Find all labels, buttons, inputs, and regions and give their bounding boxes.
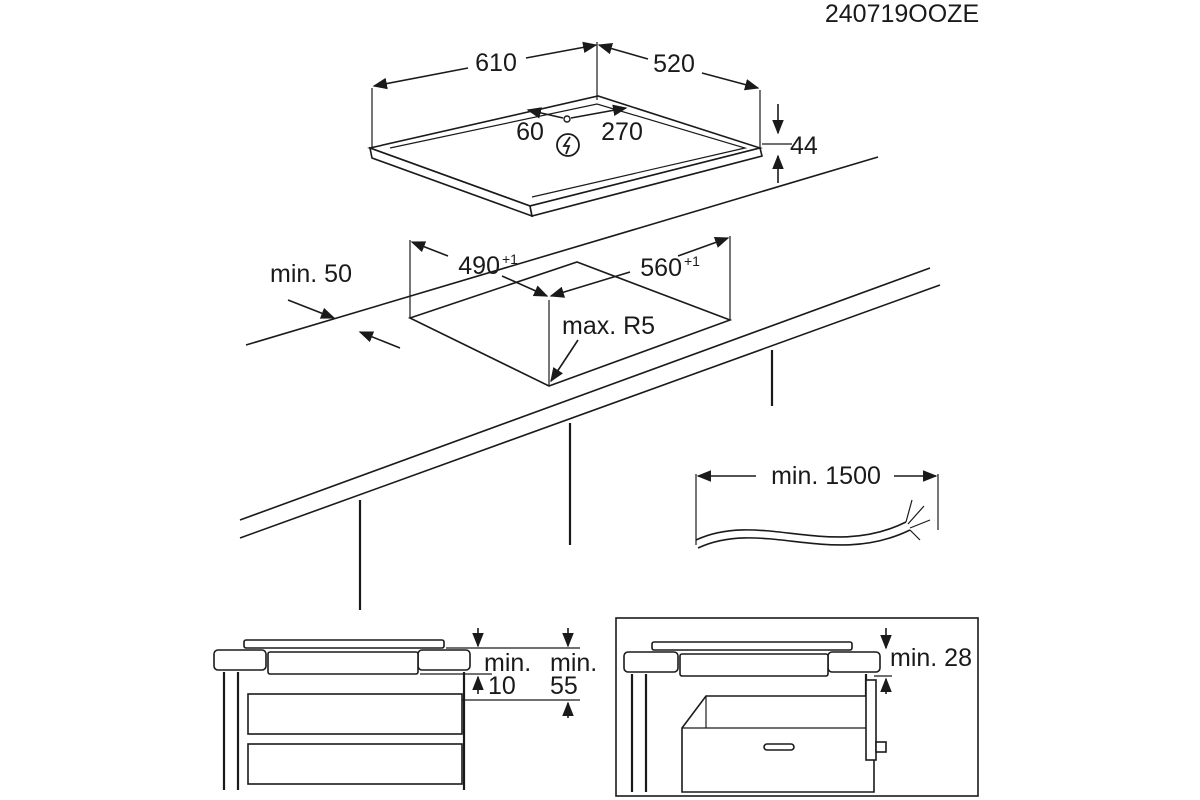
power-cable — [695, 470, 939, 549]
hob-height-label: 44 — [790, 132, 818, 160]
hob-dimensions — [371, 41, 792, 183]
cutout-depth-tolerance: +1 — [684, 253, 700, 269]
connection-left-label: 60 — [516, 118, 544, 146]
clearance-right-label: min. 28 — [890, 644, 972, 672]
wall-gap-label: min. 50 — [270, 260, 352, 288]
clearance-b-label-1: min. — [550, 649, 597, 677]
clearance-a-label-1: min. — [484, 649, 531, 677]
cutout-depth-label: 560 — [640, 254, 682, 282]
cutout-radius-label: max. R5 — [562, 312, 655, 340]
clearance-a-label-2: 10 — [488, 672, 516, 700]
cutout-width-tolerance: +1 — [502, 251, 518, 267]
cutout-opening — [287, 236, 733, 387]
section-left — [213, 628, 580, 790]
electric-connection-icon — [556, 133, 580, 157]
clearance-b-label-2: 55 — [550, 672, 578, 700]
hob-depth-label: 520 — [653, 50, 695, 78]
document-code: 240719OOZE — [825, 0, 979, 28]
cutout-width-label: 490 — [458, 252, 500, 280]
cable-length-label: min. 1500 — [771, 462, 881, 490]
connection-right-label: 270 — [601, 118, 643, 146]
worktop — [239, 156, 941, 610]
section-right — [615, 617, 979, 797]
hob-width-label: 610 — [475, 49, 517, 77]
